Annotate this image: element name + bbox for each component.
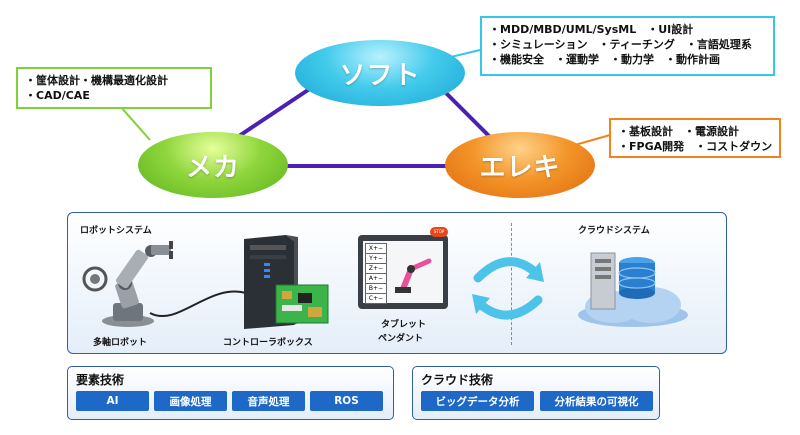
node-ereki: エレキ bbox=[445, 132, 595, 198]
callout-meka-line: ・筐体設計・機構最適化設計 bbox=[25, 74, 168, 87]
tech-pill-ai: AI bbox=[76, 391, 149, 411]
callout-meka-line: ・CAD/CAE bbox=[25, 89, 90, 102]
callout-soft-line: ・シミュレーション ・ティーチング ・言語処理系 bbox=[489, 38, 752, 51]
sync-arrows-icon bbox=[472, 257, 544, 320]
cloud-server-illustration bbox=[578, 252, 688, 327]
system-panel: ロボットシステム クラウドシステム 多軸ロボット コントローラボックス bbox=[67, 212, 727, 354]
pendant-stop-button: STOP bbox=[430, 227, 448, 237]
controller-label: コントローラボックス bbox=[223, 338, 313, 348]
callout-ereki-line: ・FPGA開発 ・コストダウン bbox=[618, 140, 773, 153]
element-tech-panel: 要素技術 AI 画像処理 音声処理 ROS bbox=[67, 366, 394, 420]
divider bbox=[511, 223, 512, 345]
pendant-label-1: タブレット bbox=[381, 320, 427, 330]
tech-pill-image: 画像処理 bbox=[154, 391, 227, 411]
element-tech-title: 要素技術 bbox=[76, 373, 125, 387]
callout-ereki: ・基板設計 ・電源設計 ・FPGA開発 ・コストダウン bbox=[609, 118, 781, 158]
cloud-tech-panel: クラウド技術 ビッグデータ分析 分析結果の可視化 bbox=[412, 366, 660, 420]
robot-arm-illustration bbox=[82, 241, 173, 327]
controller-box-illustration bbox=[244, 235, 329, 329]
cloud-tech-title: クラウド技術 bbox=[421, 373, 494, 387]
callout-soft-line: ・MDD/MBD/UML/SysML ・UI設計 bbox=[489, 23, 694, 36]
callout-ereki-line: ・基板設計 ・電源設計 bbox=[618, 125, 739, 138]
robot-label: 多軸ロボット bbox=[93, 338, 148, 348]
tech-pill-ros: ROS bbox=[310, 391, 383, 411]
tech-pill-visualization: 分析結果の可視化 bbox=[540, 391, 653, 411]
node-ereki-label: エレキ bbox=[479, 152, 561, 183]
node-soft: ソフト bbox=[295, 40, 465, 106]
connector-ereki bbox=[574, 134, 611, 146]
tech-pill-bigdata: ビッグデータ分析 bbox=[421, 391, 534, 411]
robot-system-label: ロボットシステム bbox=[80, 226, 152, 236]
node-meka: メカ bbox=[138, 132, 288, 198]
pendant-illustration: X+− Y+− Z+− A+− B+− C+− STOP bbox=[358, 227, 448, 309]
callout-soft: ・MDD/MBD/UML/SysML ・UI設計 ・シミュレーション ・ティーチ… bbox=[480, 16, 775, 76]
pendant-key: C+− bbox=[365, 293, 387, 304]
pendant-robot-icon bbox=[395, 258, 432, 293]
cloud-system-label: クラウドシステム bbox=[578, 226, 650, 236]
callout-soft-line: ・機能安全 ・運動学 ・動力学 ・動作計画 bbox=[489, 53, 720, 66]
connector-meka bbox=[119, 105, 151, 141]
pendant-label-2: ペンダント bbox=[378, 334, 424, 344]
tech-pill-audio: 音声処理 bbox=[232, 391, 305, 411]
cable bbox=[149, 290, 247, 318]
callout-meka: ・筐体設計・機構最適化設計 ・CAD/CAE bbox=[16, 67, 212, 109]
node-soft-label: ソフト bbox=[339, 60, 421, 91]
node-meka-label: メカ bbox=[185, 152, 240, 183]
pendant-screen: X+− Y+− Z+− A+− B+− C+− bbox=[363, 241, 443, 304]
